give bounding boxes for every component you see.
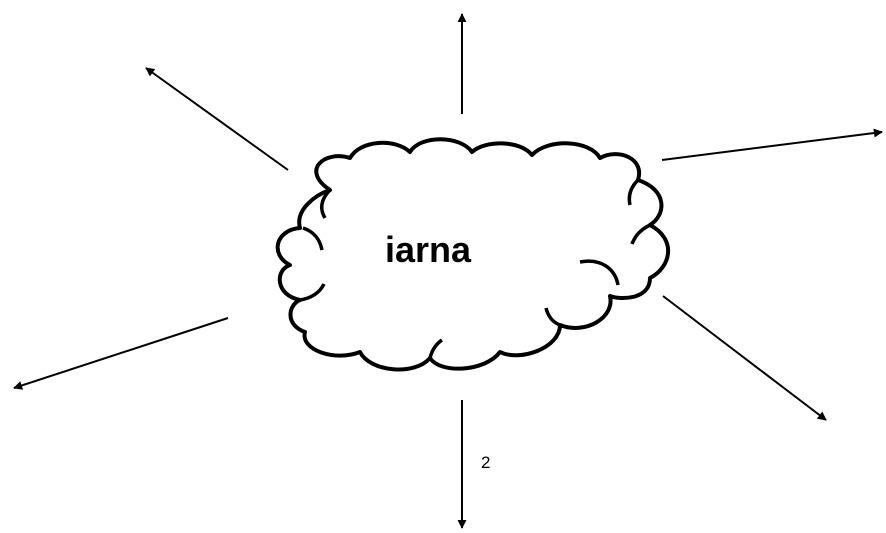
arrow-down-left-icon [13, 317, 229, 390]
arrow-right-icon [661, 128, 883, 161]
arrow-down-right-icon [662, 295, 827, 421]
arrow-up-left-icon [145, 67, 289, 171]
arrows-group [13, 13, 883, 529]
page-number: 2 [481, 453, 490, 472]
center-label: iarna [385, 229, 472, 270]
cloud-shape [275, 137, 670, 372]
